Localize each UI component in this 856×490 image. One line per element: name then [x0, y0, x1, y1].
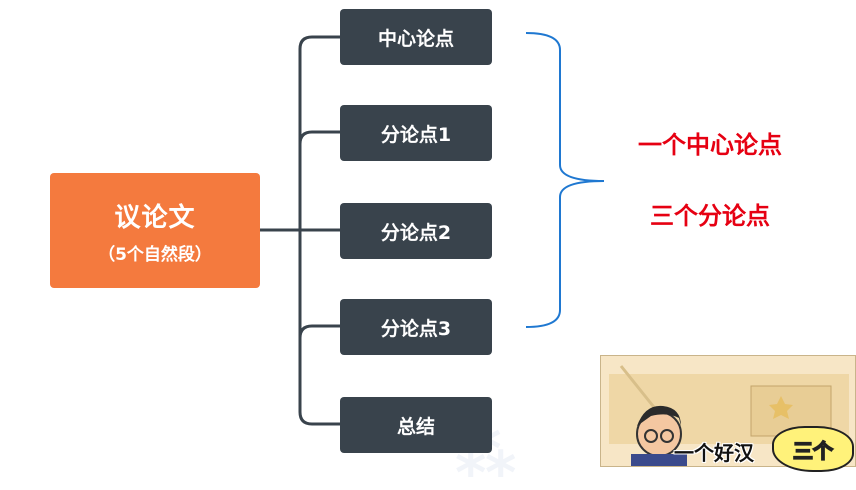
- branch-connector-4: [298, 324, 340, 339]
- branch-connector-2: [298, 130, 340, 145]
- branch-central-thesis: 中心论点: [340, 9, 492, 65]
- branch-sub-argument-3: 分论点3: [340, 299, 492, 355]
- branch-sub-argument-2: 分论点2: [340, 203, 492, 259]
- comic-speech-bubble: 三个: [772, 426, 854, 472]
- summary-line-1: 一个中心论点: [638, 131, 782, 159]
- trunk-line: [298, 35, 340, 426]
- branch-sub-argument-1: 分论点1: [340, 105, 492, 161]
- summary-line-2: 三个分论点: [650, 202, 770, 230]
- root-subtitle: （5个自然段）: [98, 244, 212, 265]
- connector-lines: [260, 32, 605, 426]
- curly-brace: [525, 32, 605, 328]
- root-node: 议论文 （5个自然段）: [50, 173, 260, 288]
- branch-summary: 总结: [340, 397, 492, 453]
- root-title: 议论文: [114, 202, 196, 233]
- comic-caption: 一个好汉: [674, 441, 754, 465]
